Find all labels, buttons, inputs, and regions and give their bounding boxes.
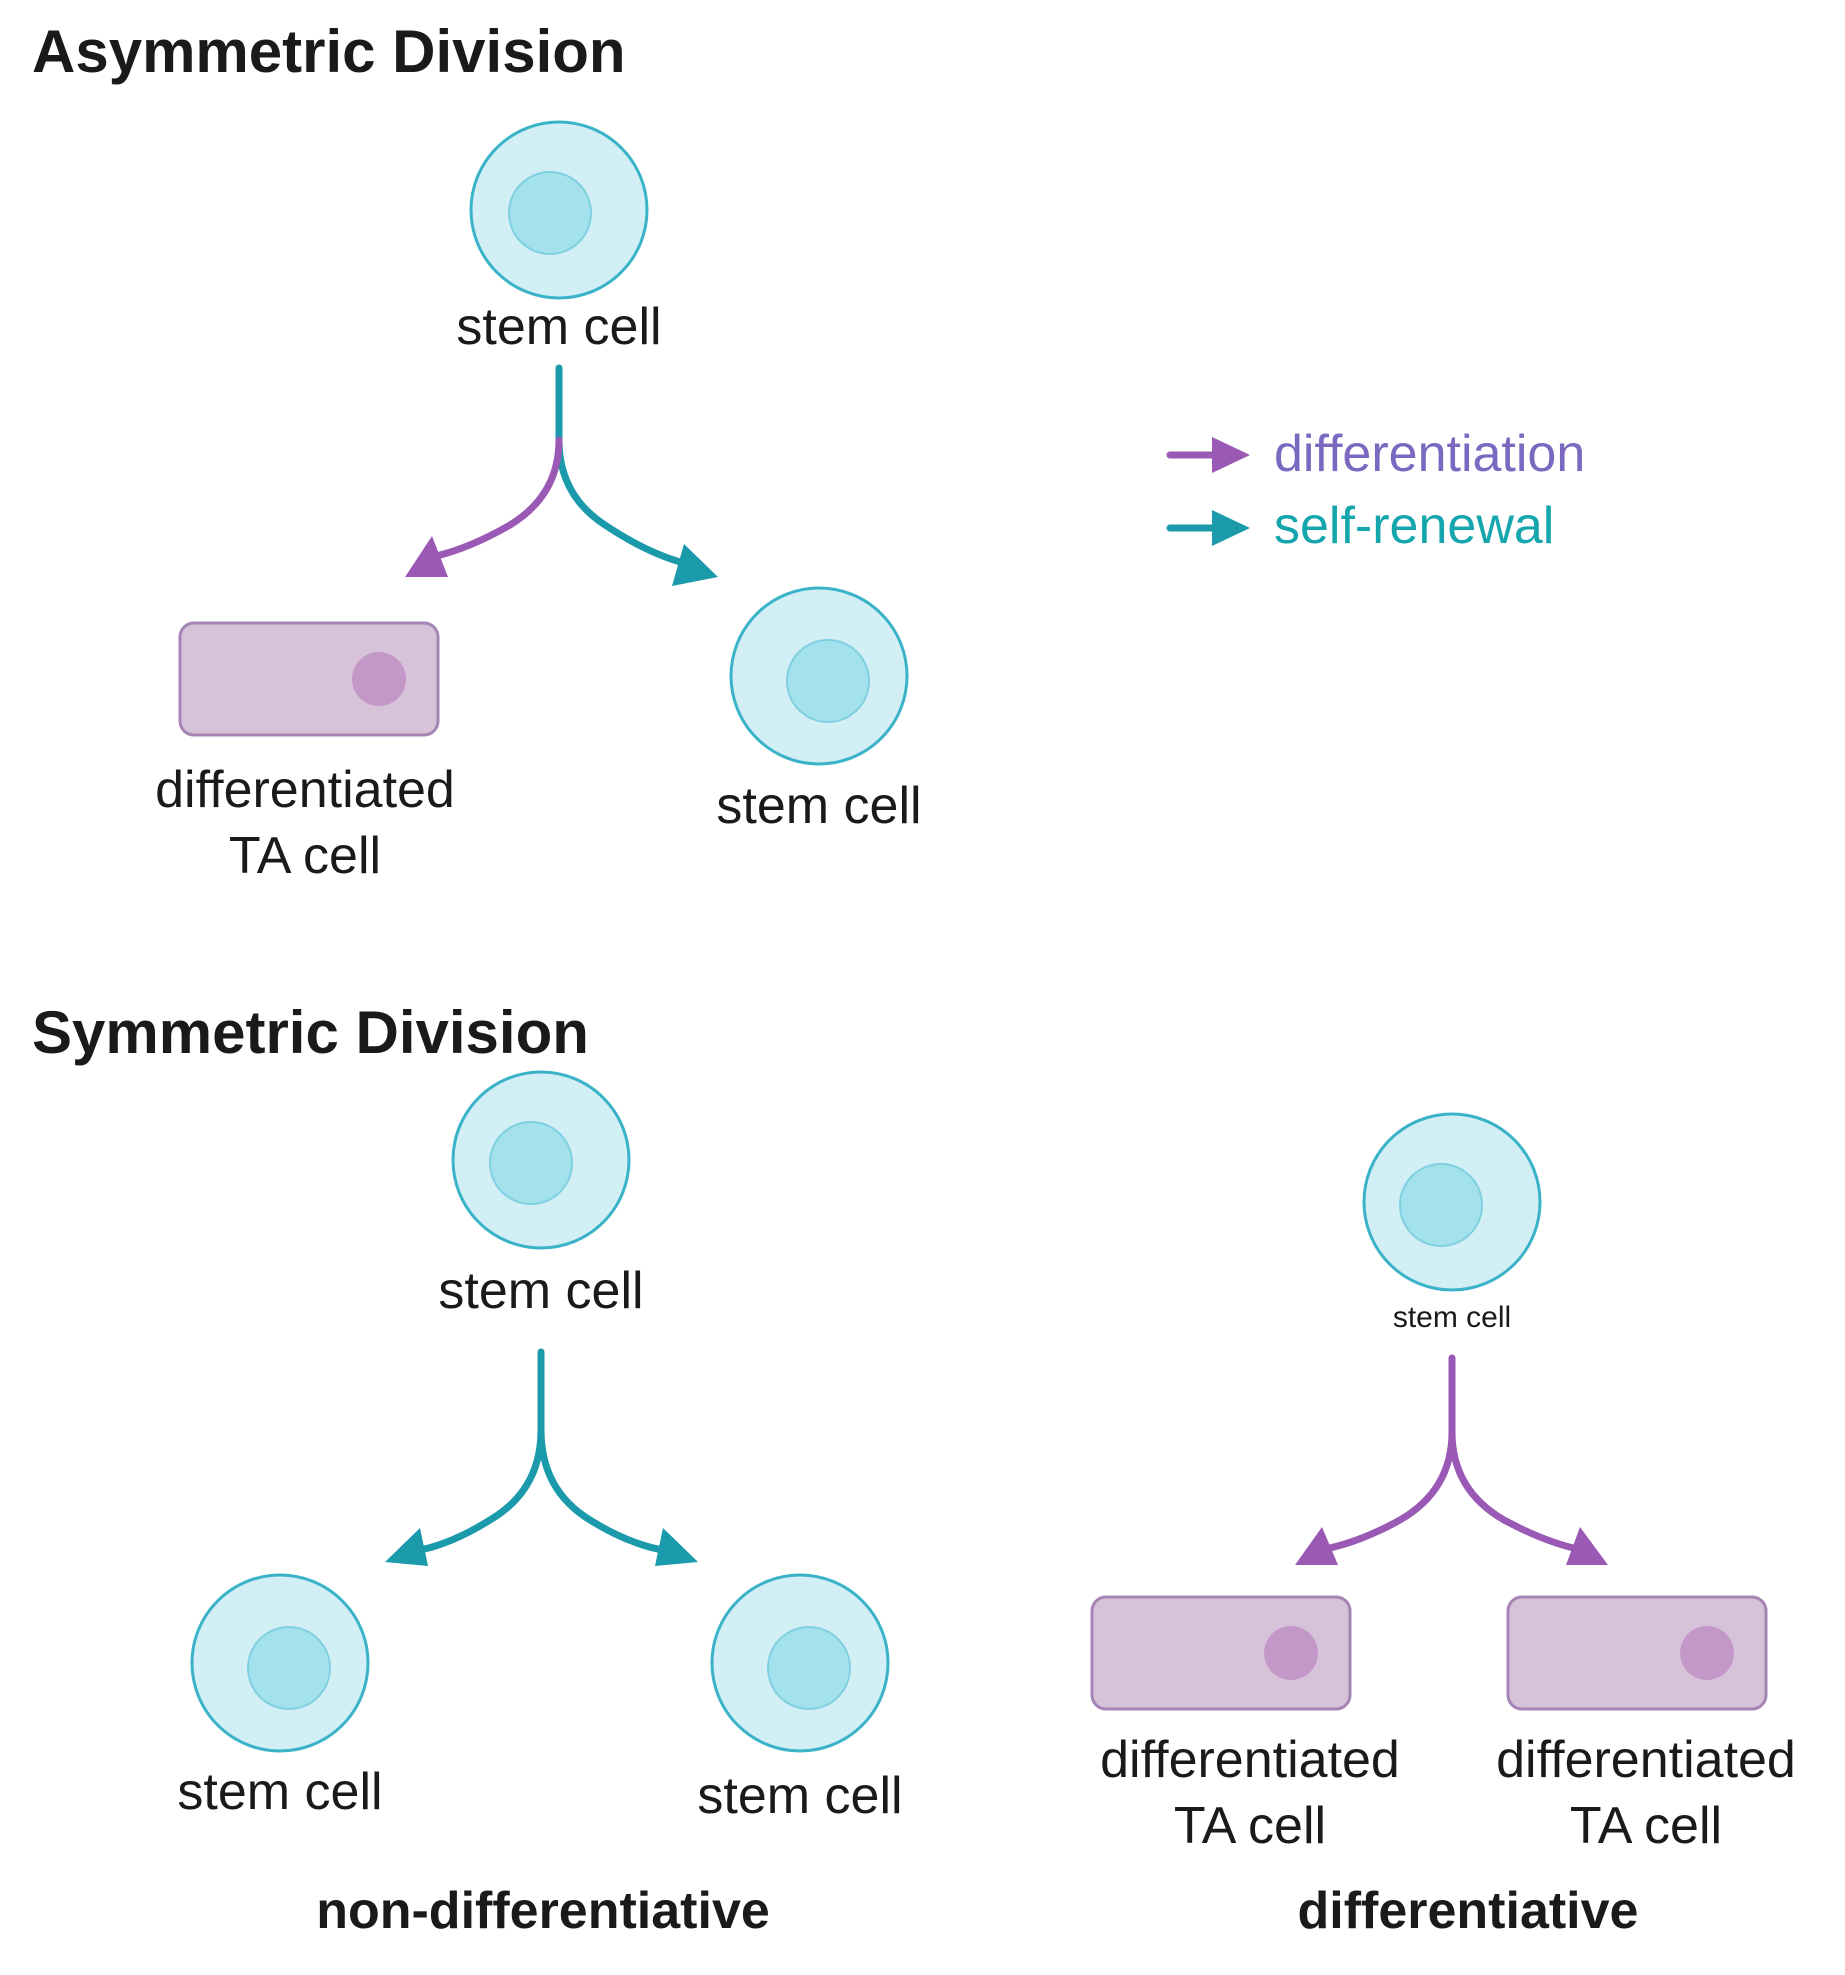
sym-nondiff-parent-stem-cell: [451, 1070, 631, 1250]
sym-diff-left-label-line2: TA cell: [1173, 1797, 1327, 1855]
asym-ta-label-line2: TA cell: [228, 827, 382, 885]
sym-diff-left-label-line1: differentiated: [1100, 1731, 1400, 1789]
sym-diff-branch: [1295, 1354, 1608, 1565]
asym-parent-stem-cell: [469, 120, 649, 300]
sym-nondiff-right-label: stem cell: [697, 1767, 903, 1825]
asym-parent-label: stem cell: [456, 298, 662, 356]
sym-nondiff-branch: [385, 1348, 698, 1566]
legend-self-renewal-arrow: [1166, 510, 1250, 546]
asym-child-stem-cell: [729, 586, 909, 766]
asym-child-stem-label: stem cell: [716, 777, 922, 835]
differentiative-caption: differentiative: [1297, 1882, 1639, 1940]
sym-diff-right-ta-cell: [1506, 1595, 1768, 1711]
sym-diff-left-ta-cell: [1090, 1595, 1352, 1711]
asym-branch: [405, 364, 718, 586]
sym-diff-right-label-line1: differentiated: [1496, 1731, 1796, 1789]
sym-diff-parent-label: stem cell: [1392, 1301, 1512, 1334]
legend-self-renewal-label: self-renewal: [1274, 497, 1555, 555]
asymmetric-title: Asymmetric Division: [32, 18, 626, 85]
non-differentiative-caption: non-differentiative: [316, 1882, 770, 1940]
sym-nondiff-parent-label: stem cell: [438, 1262, 644, 1320]
asym-ta-label-line1: differentiated: [155, 761, 455, 819]
legend-differentiation-label: differentiation: [1274, 425, 1586, 483]
sym-diff-right-label-line2: TA cell: [1569, 1797, 1723, 1855]
symmetric-title: Symmetric Division: [32, 999, 589, 1066]
sym-nondiff-left-label: stem cell: [177, 1763, 383, 1821]
legend-differentiation-arrow: [1166, 437, 1250, 473]
sym-nondiff-left-stem-cell: [190, 1573, 370, 1753]
sym-diff-parent-stem-cell: [1362, 1112, 1542, 1292]
sym-nondiff-right-stem-cell: [710, 1573, 890, 1753]
asym-ta-cell: [178, 621, 440, 737]
